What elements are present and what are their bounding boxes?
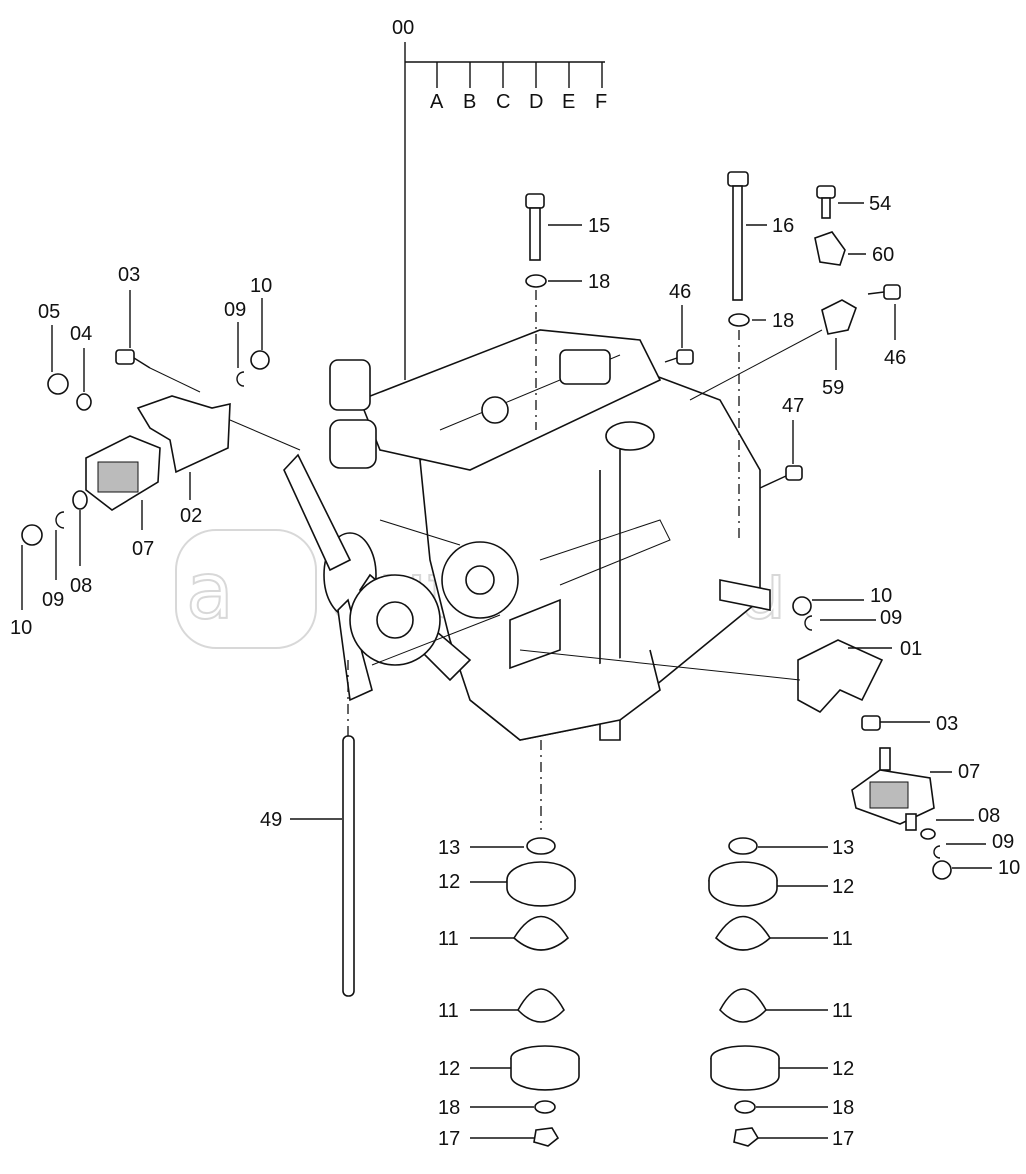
group-label-b: B (463, 91, 476, 113)
label-18-b: 18 (772, 310, 794, 332)
part-07-mount-left: 07 (85, 435, 161, 560)
label-11-a: 11 (438, 928, 459, 950)
label-01: 01 (900, 638, 922, 660)
label-12-a: 12 (438, 871, 460, 893)
label-03-a: 03 (118, 264, 140, 286)
label-11-c: 11 (832, 928, 853, 950)
part-10-nut-left-top: 10 (250, 275, 272, 370)
label-07-a: 07 (132, 538, 154, 560)
part-09-spring-washer-right-top: 09 (804, 607, 902, 631)
label-10-b: 10 (10, 617, 32, 639)
label-09-a: 09 (224, 299, 246, 321)
part-03-bolt-left: 03 (115, 264, 201, 393)
label-04: 04 (70, 323, 92, 345)
label-08-b: 08 (978, 805, 1000, 827)
label-59: 59 (822, 377, 844, 399)
label-13-b: 13 (832, 837, 854, 859)
label-08-a: 08 (70, 575, 92, 597)
part-04-washer: 04 (70, 323, 92, 411)
part-18-washer-top-right: 18 (728, 310, 794, 540)
group-label-f: F (595, 91, 607, 113)
part-18-washer-top-left: 18 (525, 271, 610, 430)
label-12-d: 12 (832, 1058, 854, 1080)
label-03-b: 03 (936, 713, 958, 735)
engine-assembly (283, 329, 771, 741)
part-07-mount-right: 07 (851, 747, 980, 831)
part-03-bolt-right: 03 (861, 713, 958, 735)
label-18-c: 18 (438, 1097, 460, 1119)
label-15: 15 (588, 215, 610, 237)
group-label-a: A (430, 91, 444, 113)
part-10-nut-left-bottom: 10 (10, 524, 43, 639)
svg-text:a: a (186, 547, 234, 637)
label-12-c: 12 (832, 876, 854, 898)
label-60: 60 (872, 244, 894, 266)
label-18-d: 18 (832, 1097, 854, 1119)
label-09-d: 09 (992, 831, 1014, 853)
group-bracket: 00 A B C D E F (392, 17, 607, 380)
group-label-c: C (496, 91, 510, 113)
label-10-a: 10 (250, 275, 272, 297)
part-54-bolt: 54 (816, 185, 891, 219)
part-46-bolt-right: 46 (867, 284, 906, 369)
label-18-a: 18 (588, 271, 610, 293)
part-02-bracket: 02 (136, 395, 301, 527)
label-11-d: 11 (832, 1000, 853, 1022)
label-17-a: 17 (438, 1128, 460, 1150)
label-05: 05 (38, 301, 60, 323)
right-mount-stack: 13 12 11 11 12 18 17 (708, 837, 854, 1150)
part-08-washer-left: 08 (70, 490, 92, 597)
group-label-d: D (529, 91, 543, 113)
label-49: 49 (260, 809, 282, 831)
label-10-c: 10 (870, 585, 892, 607)
label-12-b: 12 (438, 1058, 460, 1080)
part-49-dipstick: 49 (260, 660, 355, 997)
label-46-a: 46 (669, 281, 691, 303)
label-02: 02 (180, 505, 202, 527)
part-09-spring-washer-right-bottom: 09 (933, 831, 1014, 859)
part-47-bolt: 47 (759, 395, 804, 489)
part-59-bracket: 59 (689, 299, 857, 401)
group-label-e: E (562, 91, 575, 113)
part-15-bolt: 15 (525, 193, 610, 261)
label-09-b: 09 (42, 589, 64, 611)
label-17-b: 17 (832, 1128, 854, 1150)
label-00: 00 (392, 17, 414, 39)
part-10-nut-right-bottom: 10 (932, 857, 1020, 880)
part-10-nut-right-top: 10 (792, 585, 892, 616)
part-01-bracket: 01 (519, 638, 922, 714)
part-60-clamp: 60 (814, 231, 894, 266)
label-54: 54 (869, 193, 891, 215)
part-46-bolt-left: 46 (664, 281, 694, 365)
part-08-washer-right: 08 (920, 805, 1000, 840)
label-16: 16 (772, 215, 794, 237)
left-mount-stack: 13 12 11 11 12 18 17 (438, 740, 580, 1150)
label-07-b: 07 (958, 761, 980, 783)
part-16-long-bolt: 16 (727, 171, 794, 301)
label-13-a: 13 (438, 837, 460, 859)
label-10-d: 10 (998, 857, 1020, 879)
label-11-b: 11 (438, 1000, 459, 1022)
part-09-spring-washer-left-bottom: 09 (42, 511, 64, 611)
label-46-b: 46 (884, 347, 906, 369)
label-47: 47 (782, 395, 804, 417)
label-09-c: 09 (880, 607, 902, 629)
part-09-spring-washer-left-top: 09 (224, 299, 246, 387)
part-05-nut: 05 (38, 301, 69, 395)
